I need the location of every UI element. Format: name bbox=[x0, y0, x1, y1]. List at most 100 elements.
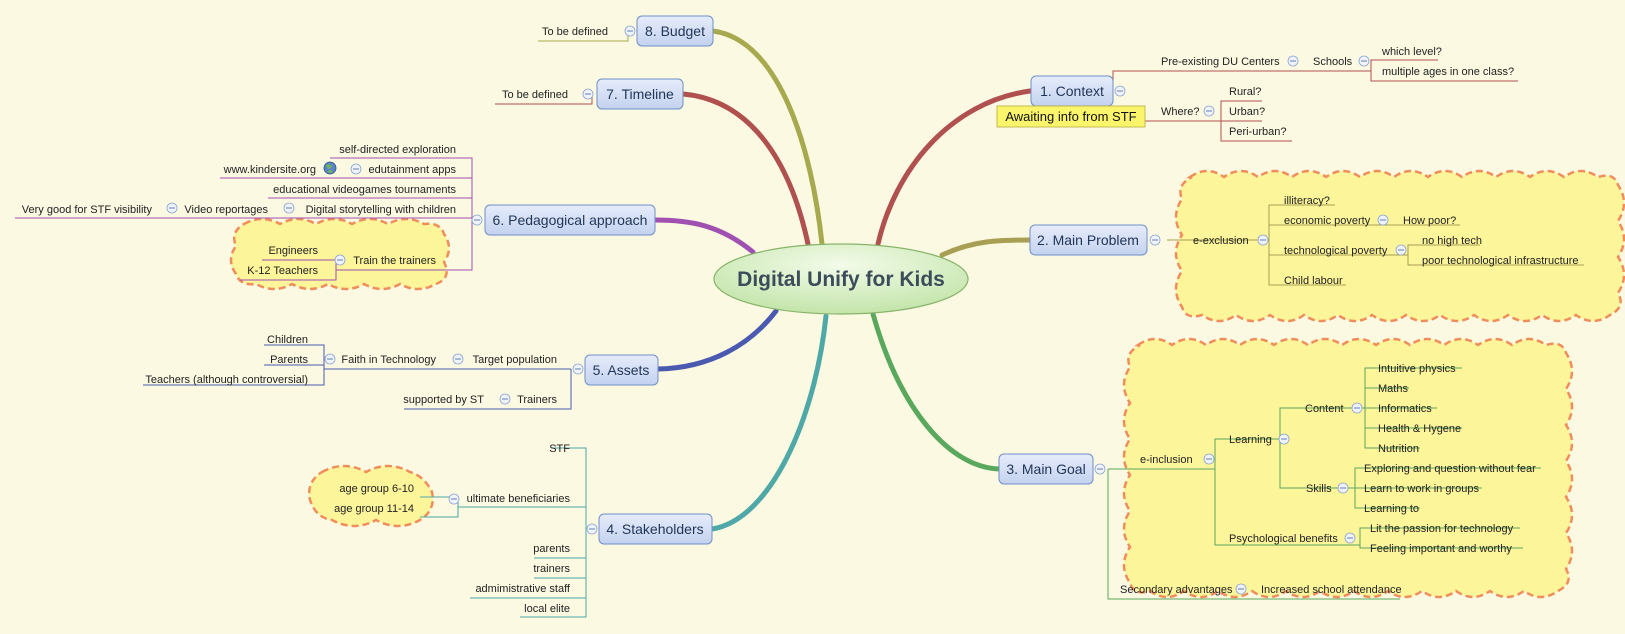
node-skills[interactable]: Skills bbox=[1306, 483, 1332, 495]
node-rural[interactable]: Rural? bbox=[1229, 86, 1261, 98]
collapse-toggles bbox=[166, 25, 1407, 595]
node-parents[interactable]: parents bbox=[533, 543, 570, 555]
node-asset-parents[interactable]: Parents bbox=[270, 354, 308, 366]
node-faith[interactable]: Faith in Technology bbox=[341, 354, 436, 366]
node-pre-existing-centers[interactable]: Pre-existing DU Centers bbox=[1161, 56, 1280, 68]
node-content[interactable]: Content bbox=[1305, 403, 1344, 415]
node-illiteracy[interactable]: illiteracy? bbox=[1284, 195, 1330, 207]
collapse-toggle[interactable] bbox=[471, 214, 483, 226]
collapse-toggle[interactable] bbox=[448, 493, 460, 505]
collapse-toggle[interactable] bbox=[1358, 55, 1370, 67]
node-teachers[interactable]: Teachers (although controversial) bbox=[145, 374, 308, 386]
collapse-toggle[interactable] bbox=[499, 393, 511, 405]
node-psych[interactable]: Psychological benefits bbox=[1229, 533, 1338, 545]
collapse-toggle[interactable] bbox=[324, 353, 336, 365]
node-kindersite[interactable]: www.kindersite.org bbox=[223, 164, 316, 176]
collapse-toggle[interactable] bbox=[1149, 234, 1161, 246]
node-intuitive-physics[interactable]: Intuitive physics bbox=[1378, 363, 1456, 375]
collapse-toggle[interactable] bbox=[1114, 85, 1126, 97]
node-age-6-10[interactable]: age group 6-10 bbox=[339, 483, 414, 495]
node-trainers[interactable]: trainers bbox=[533, 563, 570, 575]
node-multiple-ages[interactable]: multiple ages in one class? bbox=[1382, 66, 1514, 78]
collapse-toggle[interactable] bbox=[1094, 463, 1106, 475]
node-stf[interactable]: STF bbox=[549, 443, 570, 455]
node-how-poor[interactable]: How poor? bbox=[1403, 215, 1456, 227]
node-timeline-tbd[interactable]: To be defined bbox=[502, 89, 568, 101]
node-engineers[interactable]: Engineers bbox=[268, 245, 318, 257]
node-nutrition[interactable]: Nutrition bbox=[1378, 443, 1419, 455]
topic-stakeholders[interactable]: 4. Stakeholders bbox=[598, 513, 713, 545]
collapse-toggle[interactable] bbox=[586, 523, 598, 535]
collapse-toggle[interactable] bbox=[1351, 402, 1363, 414]
node-local-elite[interactable]: local elite bbox=[524, 603, 570, 615]
collapse-toggle[interactable] bbox=[452, 353, 464, 365]
topic-main-problem[interactable]: 2. Main Problem bbox=[1029, 224, 1148, 256]
topic-timeline[interactable]: 7. Timeline bbox=[596, 78, 684, 110]
collapse-toggle[interactable] bbox=[1203, 453, 1215, 465]
central-topic[interactable]: Digital Unify for Kids bbox=[713, 243, 969, 315]
topic-budget[interactable]: 8. Budget bbox=[636, 15, 714, 47]
node-video-reportages[interactable]: Video reportages bbox=[184, 204, 268, 216]
collapse-toggle[interactable] bbox=[1337, 482, 1349, 494]
node-attendance[interactable]: Increased school attendance bbox=[1261, 584, 1402, 596]
node-e-exclusion[interactable]: e-exclusion bbox=[1193, 235, 1249, 247]
node-visibility[interactable]: Very good for STF visibility bbox=[22, 204, 153, 216]
node-budget-tbd[interactable]: To be defined bbox=[542, 26, 608, 38]
node-videogames[interactable]: educational videogames tournaments bbox=[273, 184, 456, 196]
node-urban[interactable]: Urban? bbox=[1229, 106, 1265, 118]
node-informatics[interactable]: Informatics bbox=[1378, 403, 1432, 415]
node-ultimate[interactable]: ultimate beneficiaries bbox=[467, 493, 571, 505]
topic-pedagogical[interactable]: 6. Pedagogical approach bbox=[484, 204, 656, 236]
node-peri-urban[interactable]: Peri-urban? bbox=[1229, 126, 1286, 138]
collapse-toggle[interactable] bbox=[1203, 105, 1215, 117]
node-health[interactable]: Health & Hygene bbox=[1378, 423, 1461, 435]
node-learning-to[interactable]: Learning to bbox=[1364, 503, 1419, 515]
node-edutainment[interactable]: edutainment apps bbox=[369, 164, 457, 176]
collapse-toggle[interactable] bbox=[582, 88, 594, 100]
node-which-level[interactable]: which level? bbox=[1381, 46, 1442, 58]
node-k12-teachers[interactable]: K-12 Teachers bbox=[247, 265, 318, 277]
node-groups[interactable]: Learn to work in groups bbox=[1364, 483, 1479, 495]
collapse-toggle[interactable] bbox=[283, 202, 295, 214]
node-maths[interactable]: Maths bbox=[1378, 383, 1408, 395]
node-e-inclusion[interactable]: e-inclusion bbox=[1140, 454, 1193, 466]
node-target-population[interactable]: Target population bbox=[473, 354, 557, 366]
node-no-high-tech[interactable]: no high tech bbox=[1422, 235, 1482, 247]
collapse-toggle[interactable] bbox=[572, 363, 584, 375]
node-age-11-14[interactable]: age group 11-14 bbox=[334, 503, 414, 515]
callout-awaiting-info[interactable]: Awaiting info from STF bbox=[996, 105, 1146, 128]
node-economic-poverty[interactable]: economic poverty bbox=[1284, 215, 1371, 227]
collapse-toggle[interactable] bbox=[1344, 532, 1356, 544]
collapse-toggle[interactable] bbox=[334, 254, 346, 266]
collapse-toggle[interactable] bbox=[1235, 583, 1247, 595]
node-children[interactable]: Children bbox=[267, 334, 308, 346]
topic-context[interactable]: 1. Context bbox=[1030, 75, 1114, 107]
node-child-labour[interactable]: Child labour bbox=[1284, 275, 1343, 287]
collapse-toggle[interactable] bbox=[624, 25, 636, 37]
node-secondary[interactable]: Secondary advantages bbox=[1120, 584, 1233, 596]
node-asset-trainers[interactable]: Trainers bbox=[517, 394, 557, 406]
collapse-toggle[interactable] bbox=[1257, 234, 1269, 246]
node-exploring[interactable]: Exploring and question without fear bbox=[1364, 463, 1536, 475]
topic-main-goal[interactable]: 3. Main Goal bbox=[998, 453, 1094, 485]
collapse-toggle[interactable] bbox=[350, 163, 362, 175]
topic-assets[interactable]: 5. Assets bbox=[584, 354, 659, 386]
node-tech-poverty[interactable]: technological poverty bbox=[1284, 245, 1388, 257]
node-schools[interactable]: Schools bbox=[1313, 56, 1353, 68]
node-self-directed[interactable]: self-directed exploration bbox=[339, 144, 456, 156]
node-where[interactable]: Where? bbox=[1161, 106, 1200, 118]
node-admin-staff[interactable]: admimistrative staff bbox=[475, 583, 570, 595]
node-poor-infra[interactable]: poor technological infrastructure bbox=[1422, 255, 1579, 267]
node-feeling-important[interactable]: Feeling important and worthy bbox=[1370, 543, 1512, 555]
collapse-toggle[interactable] bbox=[1287, 55, 1299, 67]
node-train-trainers[interactable]: Train the trainers bbox=[353, 255, 436, 267]
collapse-toggle[interactable] bbox=[1278, 433, 1290, 445]
collapse-toggle[interactable] bbox=[1395, 244, 1407, 256]
collapse-toggle[interactable] bbox=[166, 202, 178, 214]
node-learning[interactable]: Learning bbox=[1229, 434, 1272, 446]
node-lit-passion[interactable]: Lit the passion for technology bbox=[1370, 523, 1514, 535]
node-storytelling[interactable]: Digital storytelling with children bbox=[306, 204, 456, 216]
globe-icon[interactable] bbox=[323, 161, 337, 175]
collapse-toggle[interactable] bbox=[1377, 214, 1389, 226]
node-supported[interactable]: supported by ST bbox=[403, 394, 484, 406]
